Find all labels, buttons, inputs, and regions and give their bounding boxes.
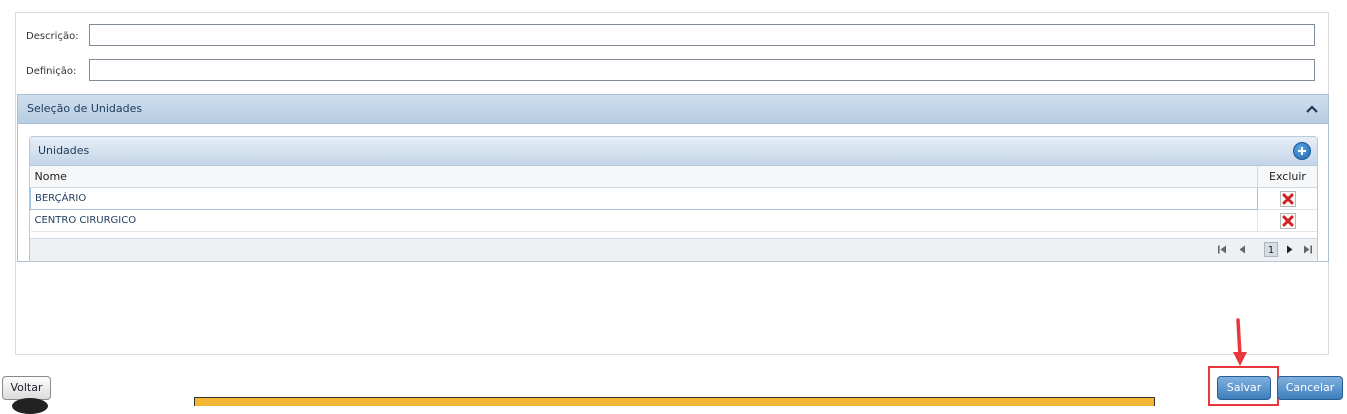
column-header-excluir: Excluir <box>1257 166 1317 188</box>
next-page-icon[interactable] <box>1285 244 1295 255</box>
last-page-icon[interactable] <box>1303 244 1313 255</box>
descricao-input[interactable] <box>89 24 1315 46</box>
chevron-up-icon[interactable] <box>1306 104 1318 114</box>
delete-x-icon <box>1282 193 1293 204</box>
first-page-icon[interactable] <box>1217 244 1227 255</box>
red-arrow-icon <box>1233 318 1247 366</box>
voltar-button[interactable]: Voltar <box>2 376 51 400</box>
grid-header: Unidades <box>30 137 1317 166</box>
unidades-grid: Unidades Nome Excluir BERÇÁRIO <box>29 136 1318 262</box>
row-nome[interactable]: BERÇÁRIO <box>30 187 1258 210</box>
selecao-unidades-panel: Seleção de Unidades Unidades Nome Exclui… <box>17 94 1329 262</box>
yellow-banner <box>194 397 1155 406</box>
table-row[interactable]: BERÇÁRIO <box>30 187 1317 210</box>
unidades-table: Nome Excluir BERÇÁRIO <box>30 166 1317 232</box>
delete-x-icon <box>1282 215 1293 226</box>
descricao-label: Descrição: <box>26 31 79 42</box>
cancelar-button[interactable]: Cancelar <box>1277 376 1343 400</box>
salvar-button[interactable]: Salvar <box>1217 376 1271 400</box>
definicao-input[interactable] <box>89 59 1315 81</box>
panel-header[interactable]: Seleção de Unidades <box>18 95 1328 124</box>
definicao-label: Definição: <box>26 66 77 77</box>
column-header-nome[interactable]: Nome <box>30 166 1258 188</box>
current-page-number[interactable]: 1 <box>1264 242 1278 257</box>
panel-title: Seleção de Unidades <box>27 102 143 115</box>
delete-button[interactable] <box>1279 190 1296 207</box>
table-row[interactable]: CENTRO CIRURGICO <box>30 209 1317 232</box>
delete-button[interactable] <box>1279 212 1296 229</box>
form-container: Descrição: Definição: Seleção de Unidade… <box>15 12 1329 355</box>
row-nome[interactable]: CENTRO CIRURGICO <box>30 209 1258 232</box>
grid-pager: 1 <box>30 238 1317 261</box>
grid-title: Unidades <box>38 144 90 157</box>
dark-circle-decoration <box>12 398 48 414</box>
prev-page-icon[interactable] <box>1237 244 1247 255</box>
add-unidade-icon[interactable] <box>1293 142 1311 160</box>
